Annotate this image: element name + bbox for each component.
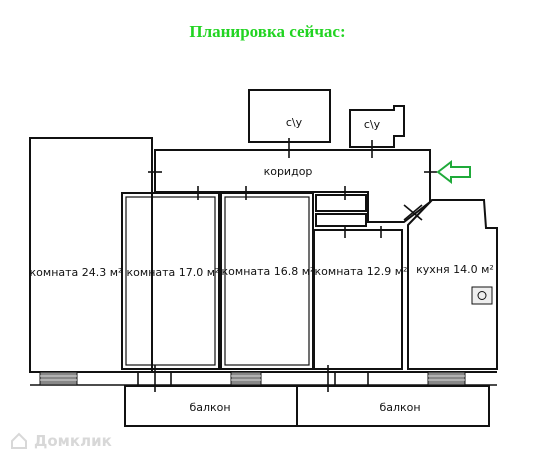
window xyxy=(427,371,466,386)
closet-2 xyxy=(315,213,367,227)
sink-icon xyxy=(471,286,493,305)
house-logo-icon xyxy=(11,432,27,449)
window xyxy=(39,371,78,386)
kitchen xyxy=(407,199,498,370)
kitchen-label: кухня 14.0 м² xyxy=(416,263,494,276)
room-16-8 xyxy=(220,192,314,370)
balcony-2 xyxy=(296,385,490,427)
room-12-9 xyxy=(313,229,403,370)
room-16-8-label: комната 16.8 м² xyxy=(222,265,315,278)
plan-title: Планировка сейчас: xyxy=(189,22,346,41)
watermark: Домклик xyxy=(10,432,112,450)
bathroom-1-label: с\у xyxy=(286,116,303,129)
room-24 xyxy=(29,137,153,373)
window xyxy=(230,371,262,386)
balcony-1-label: балкон xyxy=(189,401,230,414)
entrance-arrow-icon xyxy=(436,159,471,185)
closet-1 xyxy=(315,194,367,212)
room-12-9-label: комната 12.9 м² xyxy=(315,265,408,278)
watermark-text: Домклик xyxy=(34,432,112,450)
bathroom-2 xyxy=(349,105,405,148)
room-17-label: комната 17.0 м² xyxy=(127,266,220,279)
room-24-label: комната 24.3 м² xyxy=(30,266,123,279)
corridor xyxy=(154,149,431,223)
room-17 xyxy=(121,192,220,370)
corridor-label: коридор xyxy=(264,165,313,178)
bathroom-2-label: с\у xyxy=(364,118,381,131)
balcony-2-label: балкон xyxy=(379,401,420,414)
